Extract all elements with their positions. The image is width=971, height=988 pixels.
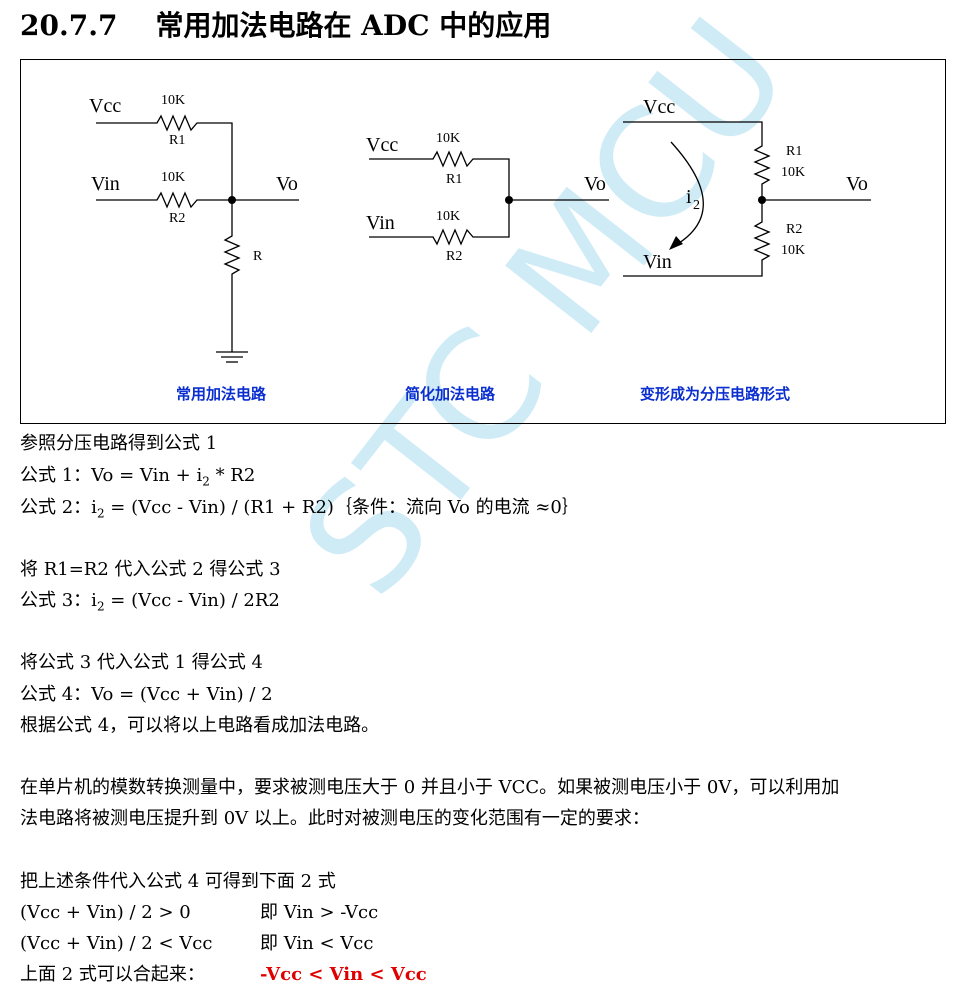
- r1-value-2: 10K: [436, 131, 460, 146]
- formula-3-tail: = (Vcc - Vin) / 2R2: [104, 590, 280, 611]
- formula-3: 公式 3：i2 = (Vcc - Vin) / 2R2: [20, 590, 280, 618]
- section-heading: 20.7.7 常用加法电路在 ADC 中的应用: [20, 4, 551, 44]
- circuit-figure: Vcc 10K R1 Vin 10K R2 Vo R Vcc 10K R1 Vi…: [20, 59, 946, 424]
- condition-2-expr: (Vcc + Vin) / 2 < Vcc: [20, 933, 213, 954]
- combined-result: -Vcc < Vin < Vcc: [260, 964, 427, 985]
- subscript: 2: [96, 599, 105, 614]
- subscript: 2: [96, 506, 105, 521]
- text-line: 将 R1=R2 代入公式 2 得公式 3: [20, 559, 281, 580]
- r2-label-1: R2: [169, 211, 185, 226]
- subscript: 2: [202, 474, 210, 489]
- formula-2-text: 公式 2：i: [20, 497, 97, 518]
- r1-label-2: R1: [446, 172, 462, 187]
- text-line: 把上述条件代入公式 4 可得到下面 2 式: [20, 871, 336, 892]
- vin-label-1: Vin: [91, 173, 120, 195]
- condition-2: (Vcc + Vin) / 2 < Vcc 即 Vin < Vcc: [20, 933, 373, 955]
- vcc-label-1: Vcc: [89, 95, 121, 117]
- r1-value-3: 10K: [781, 165, 805, 180]
- r-label-1: R: [253, 249, 263, 264]
- vcc-label-3: Vcc: [643, 96, 675, 118]
- caption-simplified-adder: 简化加法电路: [405, 385, 496, 403]
- caption-divider-form: 变形成为分压电路形式: [640, 385, 790, 403]
- section-title: 常用加法电路在 ADC 中的应用: [155, 9, 552, 42]
- r1-value-1: 10K: [161, 93, 185, 108]
- paragraph-line: 法电路将被测电压提升到 0V 以上。此时对被测电压的变化范围有一定的要求：: [20, 808, 650, 829]
- text-line: 将公式 3 代入公式 1 得公式 4: [20, 652, 263, 673]
- combined-condition: 上面 2 式可以合起来： -Vcc < Vin < Vcc: [20, 964, 427, 986]
- r2-value-1: 10K: [161, 170, 185, 185]
- r2-value-2: 10K: [436, 209, 460, 224]
- circuit-diagrams: Vcc 10K R1 Vin 10K R2 Vo R Vcc 10K R1 Vi…: [89, 93, 871, 403]
- text-line: 根据公式 4，可以将以上电路看成加法电路。: [20, 715, 380, 736]
- current-label: i: [686, 186, 692, 208]
- formula-1: 公式 1：Vo = Vin + i2 * R2: [20, 465, 255, 493]
- condition-2-result: 即 Vin < Vcc: [260, 933, 374, 954]
- vin-label-2: Vin: [366, 212, 395, 234]
- r1-label-3: R1: [786, 144, 802, 159]
- vcc-label-2: Vcc: [366, 134, 398, 156]
- vin-label-3: Vin: [643, 251, 672, 273]
- condition-1: (Vcc + Vin) / 2 > 0 即 Vin > -Vcc: [20, 902, 378, 924]
- vo-label-3: Vo: [846, 173, 868, 195]
- formula-1-text: 公式 1：Vo = Vin + i: [20, 465, 203, 486]
- formula-4: 公式 4：Vo = (Vcc + Vin) / 2: [20, 684, 273, 705]
- formula-1-tail: * R2: [209, 465, 256, 486]
- r1-label-1: R1: [169, 133, 185, 148]
- formula-3-text: 公式 3：i: [20, 590, 97, 611]
- r2-value-3: 10K: [781, 243, 805, 258]
- r2-label-2: R2: [446, 249, 462, 264]
- r2-label-3: R2: [786, 222, 802, 237]
- formula-2: 公式 2：i2 = (Vcc - Vin) / (R1 + R2)｛条件：流向 …: [20, 497, 580, 525]
- combined-label: 上面 2 式可以合起来：: [20, 964, 205, 985]
- caption-common-adder: 常用加法电路: [176, 385, 267, 403]
- formula-2-tail: = (Vcc - Vin) / (R1 + R2)｛条件：流向 Vo 的电流 ≈…: [104, 497, 580, 518]
- condition-1-result: 即 Vin > -Vcc: [260, 902, 379, 923]
- vo-label-2: Vo: [584, 173, 606, 195]
- condition-1-expr: (Vcc + Vin) / 2 > 0: [20, 902, 191, 923]
- current-subscript: 2: [693, 198, 700, 213]
- vo-label-1: Vo: [276, 173, 298, 195]
- section-number: 20.7.7: [20, 9, 118, 42]
- paragraph-line: 在单片机的模数转换测量中，要求被测电压大于 0 并且小于 VCC。如果被测电压小…: [20, 777, 840, 798]
- text-line: 参照分压电路得到公式 1: [20, 433, 218, 454]
